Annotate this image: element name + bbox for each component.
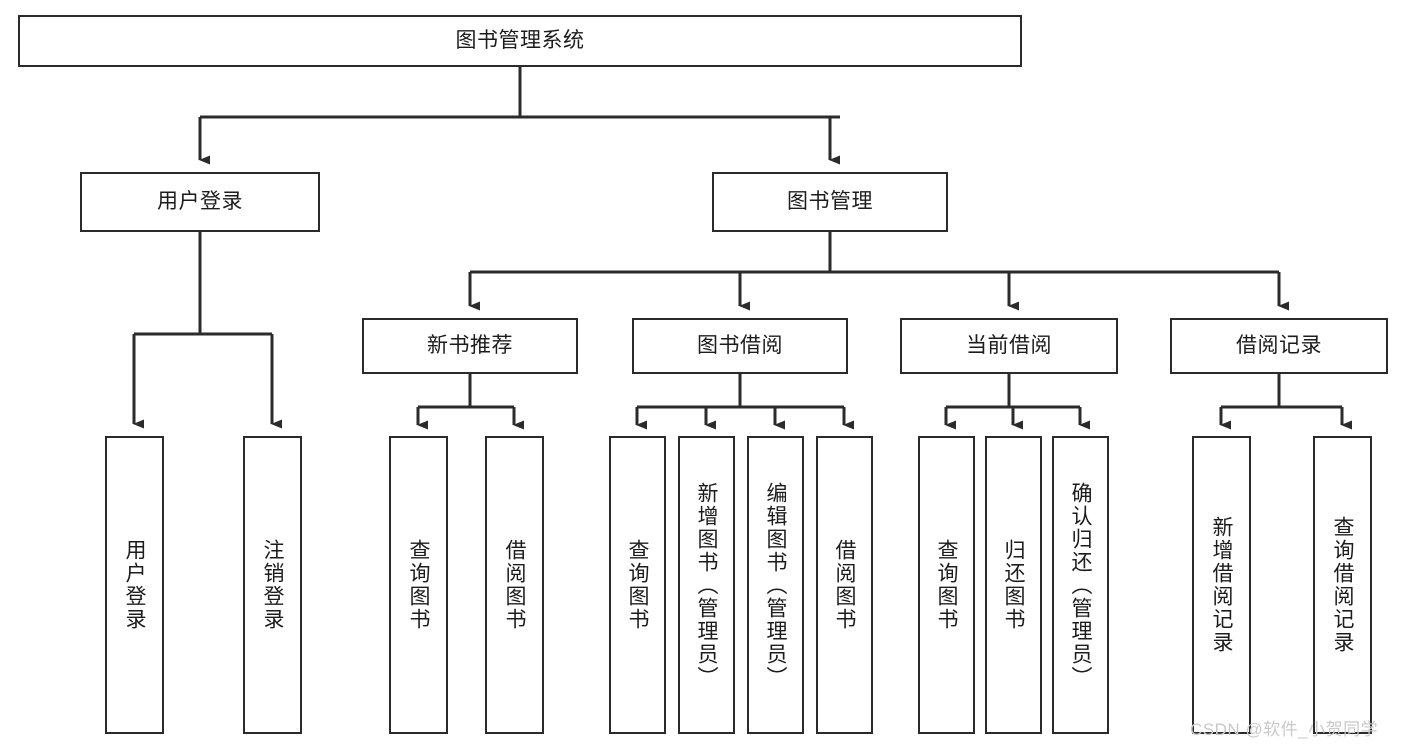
node-label: 查询借阅记录	[1331, 516, 1354, 654]
node-label: 借阅记录	[1236, 334, 1322, 358]
node-label: 借阅图书	[503, 539, 526, 631]
node-label: 编辑图书（管理员）	[764, 481, 787, 689]
node-label: 图书借阅	[697, 334, 783, 358]
node-book-manage[interactable]: 图书管理	[712, 172, 948, 232]
node-leaf-query-borrow-record[interactable]: 查询借阅记录	[1313, 436, 1372, 734]
node-leaf-logout-login[interactable]: 注销登录	[243, 436, 302, 734]
csdn-watermark: CSDN @软件_小贺同学	[1190, 720, 1379, 739]
node-leaf-edit-book-admin[interactable]: 编辑图书（管理员）	[747, 436, 804, 734]
node-leaf-borrow-book-1[interactable]: 借阅图书	[485, 436, 544, 734]
edge-group-borrow-record	[1219, 374, 1352, 430]
node-label: 用户登录	[157, 190, 243, 214]
node-label: 查询图书	[407, 539, 430, 631]
node-leaf-borrow-book-2[interactable]: 借阅图书	[816, 436, 873, 734]
node-root[interactable]: 图书管理系统	[18, 15, 1022, 67]
node-label: 借阅图书	[833, 539, 856, 631]
node-leaf-add-book-admin[interactable]: 新增图书（管理员）	[678, 436, 735, 734]
node-leaf-query-book-2[interactable]: 查询图书	[609, 436, 666, 734]
edge-group-book-borrow	[635, 374, 854, 430]
node-label: 查询图书	[626, 539, 649, 631]
node-label: 用户登录	[123, 539, 146, 631]
node-borrow-record[interactable]: 借阅记录	[1170, 318, 1388, 374]
edge-group-current-borrow	[944, 374, 1090, 430]
node-leaf-add-borrow-record[interactable]: 新增借阅记录	[1192, 436, 1251, 734]
edge-group-book-manage	[468, 232, 1289, 311]
node-label: 查询图书	[935, 539, 958, 631]
node-new-book-recommend[interactable]: 新书推荐	[362, 318, 578, 374]
edge-group-user-login	[132, 232, 282, 429]
node-leaf-query-book-3[interactable]: 查询图书	[918, 436, 975, 734]
node-label: 归还图书	[1002, 539, 1025, 631]
node-leaf-return-book[interactable]: 归还图书	[985, 436, 1042, 734]
node-leaf-query-book-1[interactable]: 查询图书	[389, 436, 448, 734]
edge-group-root	[198, 67, 840, 165]
node-label: 新书推荐	[427, 334, 513, 358]
node-current-borrow[interactable]: 当前借阅	[900, 318, 1118, 374]
node-label: 图书管理系统	[455, 29, 585, 53]
node-label: 当前借阅	[966, 334, 1052, 358]
node-label: 新增图书（管理员）	[695, 481, 718, 689]
node-user-login[interactable]: 用户登录	[80, 172, 320, 232]
node-label: 图书管理	[787, 190, 873, 214]
edge-group-new-book-recommend	[416, 374, 524, 430]
node-label: 确认归还（管理员）	[1069, 481, 1092, 689]
node-leaf-confirm-return-admin[interactable]: 确认归还（管理员）	[1052, 436, 1109, 734]
node-book-borrow[interactable]: 图书借阅	[632, 318, 848, 374]
node-label: 注销登录	[261, 539, 284, 631]
node-label: 新增借阅记录	[1210, 516, 1233, 654]
node-leaf-user-login[interactable]: 用户登录	[105, 436, 164, 734]
